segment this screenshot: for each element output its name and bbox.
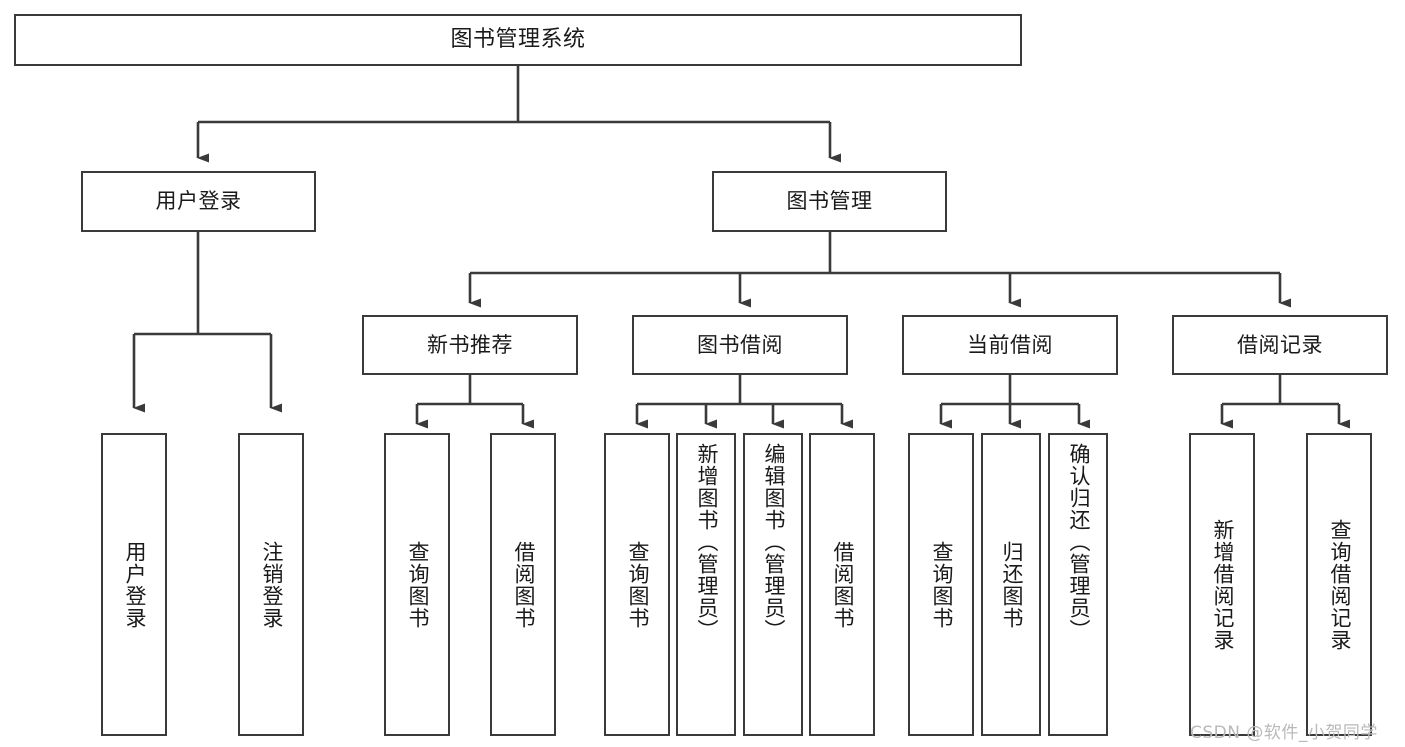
leaf-current-confirm-return-admin[interactable]: 确认归还（管理员） (1048, 433, 1108, 736)
node-new-book-recommend[interactable]: 新书推荐 (362, 315, 578, 375)
node-label: 查询图书 (625, 540, 650, 629)
node-label: 图书借阅 (697, 332, 783, 357)
node-book-management[interactable]: 图书管理 (712, 171, 947, 232)
leaf-borrow-borrow-book[interactable]: 借阅图书 (809, 433, 875, 736)
leaf-current-return-book[interactable]: 归还图书 (981, 433, 1041, 736)
node-label: 借阅图书 (830, 540, 855, 629)
node-label: 确认归还（管理员） (1066, 443, 1091, 641)
node-label: 图书管理系统 (450, 27, 586, 53)
leaf-user-login-login[interactable]: 用户登录 (101, 433, 167, 736)
node-label: 新书推荐 (427, 332, 513, 357)
leaf-recommend-query-book[interactable]: 查询图书 (384, 433, 450, 736)
leaf-borrow-add-book-admin[interactable]: 新增图书（管理员） (676, 433, 736, 736)
node-label: 新增借阅记录 (1210, 518, 1235, 651)
node-label: 用户登录 (122, 540, 147, 629)
leaf-current-query-book[interactable]: 查询图书 (908, 433, 974, 736)
node-label: 当前借阅 (967, 332, 1053, 357)
node-label: 查询图书 (929, 540, 954, 629)
node-current-borrow[interactable]: 当前借阅 (902, 315, 1118, 375)
node-label: 新增图书（管理员） (694, 443, 719, 641)
leaf-borrow-edit-book-admin[interactable]: 编辑图书（管理员） (743, 433, 803, 736)
node-label: 用户登录 (155, 189, 242, 214)
node-label: 归还图书 (999, 540, 1024, 629)
node-root-system[interactable]: 图书管理系统 (14, 14, 1022, 66)
node-label: 查询图书 (405, 540, 430, 629)
node-label: 查询借阅记录 (1327, 518, 1352, 651)
leaf-borrow-query-book[interactable]: 查询图书 (604, 433, 670, 736)
node-user-login[interactable]: 用户登录 (81, 171, 316, 232)
leaf-record-query-record[interactable]: 查询借阅记录 (1306, 433, 1372, 736)
node-label: 借阅记录 (1237, 332, 1323, 357)
leaf-user-login-logout[interactable]: 注销登录 (238, 433, 304, 736)
node-book-borrow[interactable]: 图书借阅 (632, 315, 848, 375)
leaf-record-add-record[interactable]: 新增借阅记录 (1189, 433, 1255, 736)
node-label: 借阅图书 (511, 540, 536, 629)
node-label: 图书管理 (786, 189, 873, 214)
node-label: 注销登录 (259, 540, 284, 629)
node-label: 编辑图书（管理员） (761, 443, 786, 641)
leaf-recommend-borrow-book[interactable]: 借阅图书 (490, 433, 556, 736)
node-borrow-record[interactable]: 借阅记录 (1172, 315, 1388, 375)
